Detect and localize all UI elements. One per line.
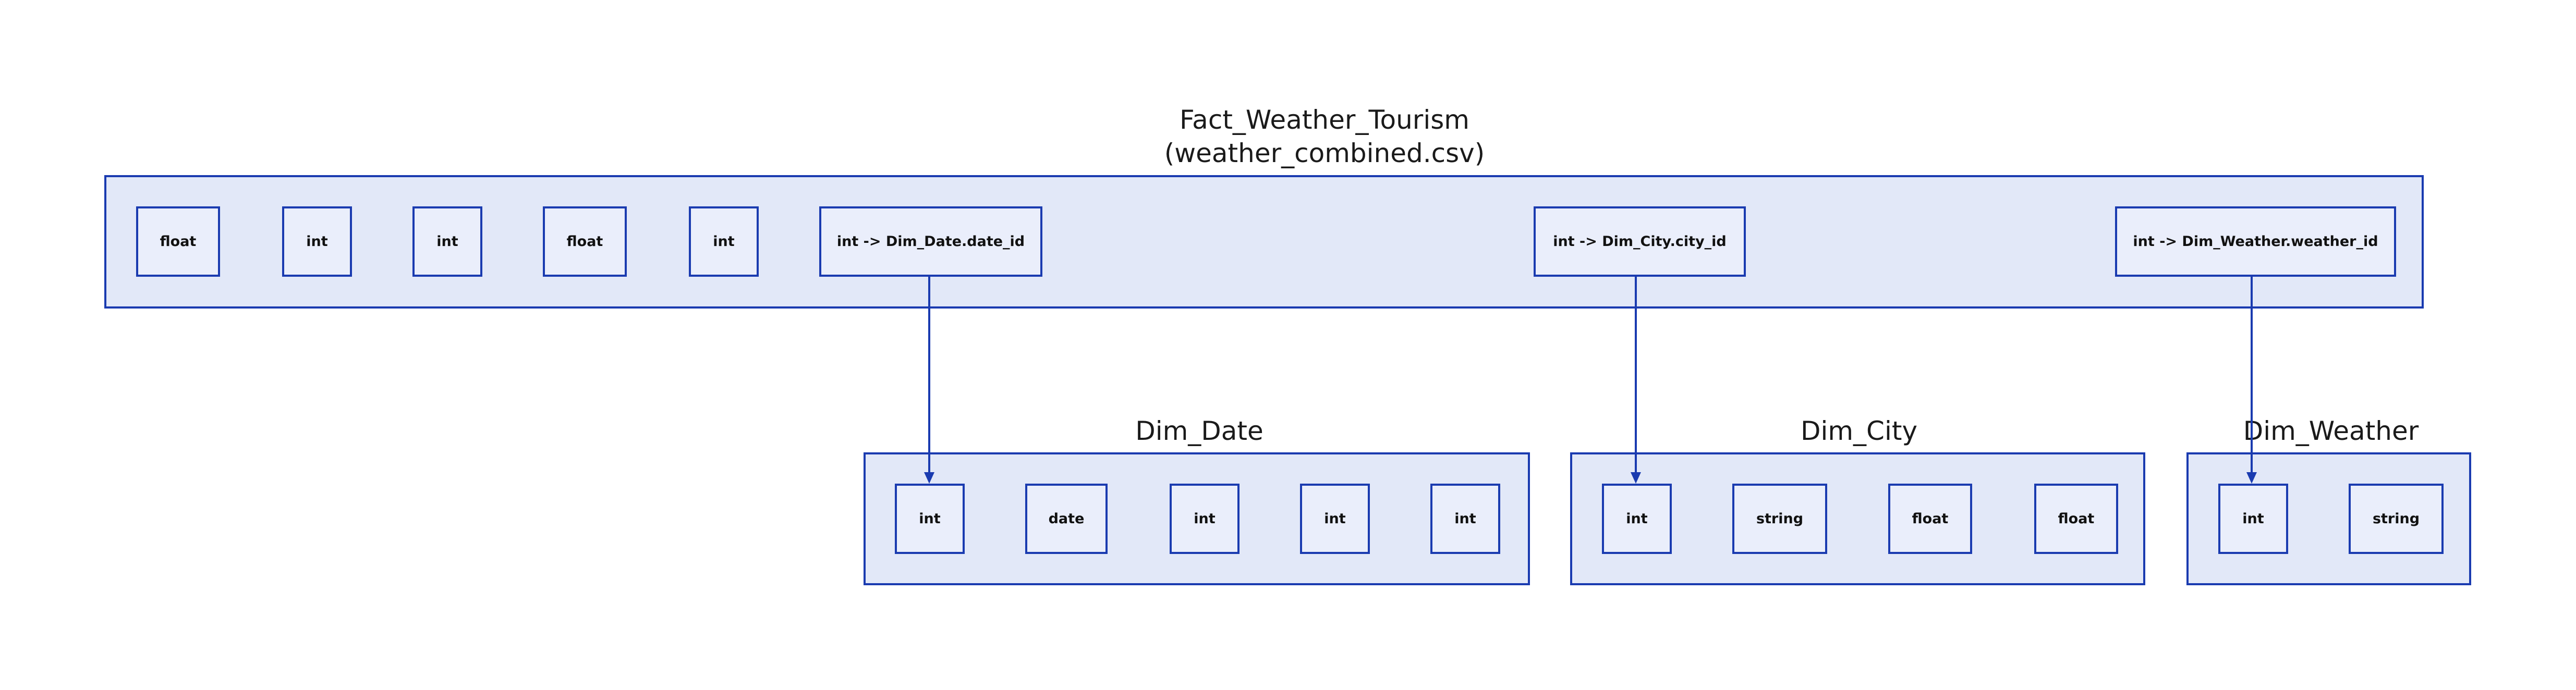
fact-field[interactable]: int bbox=[282, 206, 352, 277]
dim-city-field-key[interactable]: int bbox=[1602, 484, 1672, 554]
fact-table-name: Fact_Weather_Tourism bbox=[1180, 105, 1469, 135]
fact-field[interactable]: int bbox=[689, 206, 759, 277]
dim-weather-field[interactable]: string bbox=[2349, 484, 2444, 554]
fact-table: float int int float int int -> Dim_Date.… bbox=[104, 175, 2424, 309]
fact-table-title: Fact_Weather_Tourism (weather_combined.c… bbox=[1012, 103, 1637, 170]
dim-city-field[interactable]: float bbox=[1888, 484, 1972, 554]
fact-field[interactable]: float bbox=[136, 206, 220, 277]
fact-table-source: (weather_combined.csv) bbox=[1164, 138, 1485, 168]
connector-fact-to-dim-weather bbox=[2246, 277, 2257, 484]
fact-field[interactable]: int bbox=[412, 206, 482, 277]
connector-fact-to-dim-city bbox=[1631, 277, 1641, 484]
dim-weather-table: int string bbox=[2186, 452, 2471, 585]
dim-date-field[interactable]: date bbox=[1025, 484, 1108, 554]
dim-weather-field-key[interactable]: int bbox=[2218, 484, 2288, 554]
dim-weather-title: Dim_Weather bbox=[2243, 416, 2419, 446]
fact-field-city-fk[interactable]: int -> Dim_City.city_id bbox=[1534, 206, 1746, 277]
dim-city-title: Dim_City bbox=[1800, 416, 1918, 446]
fact-field[interactable]: float bbox=[543, 206, 627, 277]
dim-date-field-key[interactable]: int bbox=[895, 484, 965, 554]
connector-fact-to-dim-date bbox=[924, 277, 934, 484]
dim-city-field[interactable]: string bbox=[1732, 484, 1827, 554]
fact-field-date-fk[interactable]: int -> Dim_Date.date_id bbox=[819, 206, 1042, 277]
dim-city-table: int string float float bbox=[1570, 452, 2145, 585]
dim-date-field[interactable]: int bbox=[1300, 484, 1370, 554]
dim-date-field[interactable]: int bbox=[1170, 484, 1240, 554]
fact-field-weather-fk[interactable]: int -> Dim_Weather.weather_id bbox=[2115, 206, 2396, 277]
dim-date-field[interactable]: int bbox=[1430, 484, 1500, 554]
dim-city-field[interactable]: float bbox=[2034, 484, 2118, 554]
dim-date-title: Dim_Date bbox=[1135, 416, 1263, 446]
dim-date-table: int date int int int bbox=[864, 452, 1530, 585]
